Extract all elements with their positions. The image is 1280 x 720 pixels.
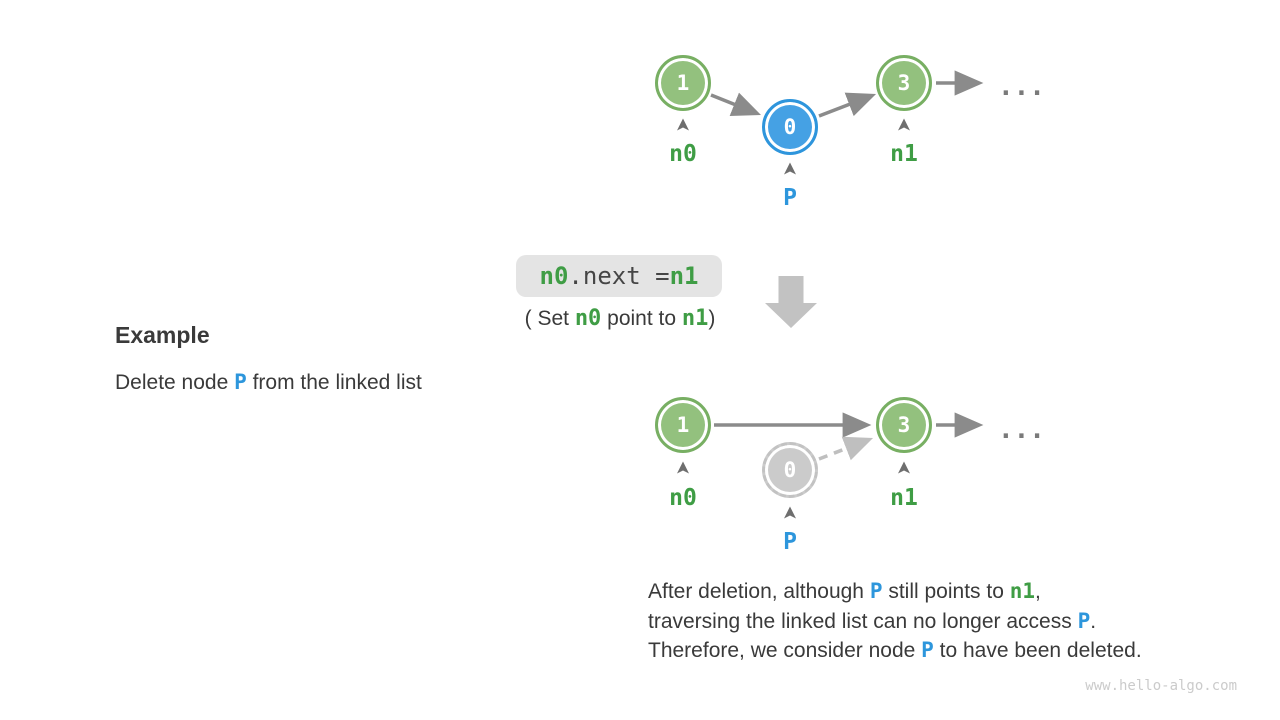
caret-top-p-icon xyxy=(784,162,796,175)
caption-n0: n0 xyxy=(574,306,602,331)
code-n0: n0 xyxy=(539,262,569,290)
note-l2-text-2: . xyxy=(1090,609,1097,633)
code-caption: ( Set n0 point to n1) xyxy=(498,306,742,331)
code-n1: n1 xyxy=(669,262,699,290)
caption-text-3: ) xyxy=(708,307,716,330)
arrow-bottom-p-to-n3-dashed xyxy=(818,436,874,461)
ellipsis-top: ... xyxy=(998,72,1045,102)
note-l3-text-1: Therefore, we consider node xyxy=(648,639,922,663)
label-p-after: P xyxy=(783,529,797,555)
caption-text-2: point to xyxy=(601,307,682,330)
deletion-note: After deletion, although P still points … xyxy=(648,577,1142,666)
code-box: n0.next = n1 xyxy=(516,255,722,297)
caret-top-n0-icon xyxy=(677,118,689,131)
label-n1-after: n1 xyxy=(890,485,918,511)
caption-n1: n1 xyxy=(681,306,709,331)
node-1-after-value: 1 xyxy=(676,413,690,437)
example-text-1: Delete node xyxy=(115,371,235,394)
label-p-before: P xyxy=(783,185,797,211)
node-0-before-value: 0 xyxy=(783,115,797,139)
example-description: Delete node P from the linked list xyxy=(115,370,422,395)
caret-top-n1-icon xyxy=(898,118,910,131)
note-l3-text-2: to have been deleted. xyxy=(933,639,1142,663)
note-line-3: Therefore, we consider node P to have be… xyxy=(648,636,1142,666)
note-l1-text-2: still points to xyxy=(882,580,1010,603)
arrow-top-n1-to-p xyxy=(710,92,762,117)
ellipsis-bottom: ... xyxy=(998,415,1045,445)
node-0-before: 0 xyxy=(762,99,818,155)
node-3-after: 3 xyxy=(876,397,932,453)
caret-bottom-p-icon xyxy=(784,506,796,519)
example-p: P xyxy=(234,370,247,394)
example-title: Example xyxy=(115,322,210,348)
arrow-top-p-to-n3 xyxy=(818,92,877,118)
node-3-before-value: 3 xyxy=(897,71,911,95)
note-l1-p: P xyxy=(869,579,883,603)
node-3-before: 3 xyxy=(876,55,932,111)
note-l2-text-1: traversing the linked list can no longer… xyxy=(648,609,1078,633)
node-0-after-deleted: 0 xyxy=(762,442,818,498)
note-line-2: traversing the linked list can no longer… xyxy=(648,607,1142,637)
node-3-after-value: 3 xyxy=(897,413,911,437)
label-n0-after: n0 xyxy=(669,485,697,511)
node-1-before: 1 xyxy=(655,55,711,111)
label-n0-before: n0 xyxy=(669,141,697,167)
example-text-2: from the linked list xyxy=(246,371,422,394)
node-0-after-value: 0 xyxy=(783,458,797,482)
caption-text-1: ( Set xyxy=(524,307,575,330)
note-l3-p: P xyxy=(921,638,934,663)
code-mid: .next = xyxy=(568,262,670,290)
note-l1-text-1: After deletion, although xyxy=(648,580,870,603)
caret-bottom-n1-icon xyxy=(898,461,910,474)
note-line-1: After deletion, although P still points … xyxy=(648,577,1142,607)
label-n1-before: n1 xyxy=(890,141,918,167)
down-block-arrow-icon xyxy=(765,276,817,328)
note-l1-text-3: , xyxy=(1035,580,1041,603)
note-l1-n1: n1 xyxy=(1009,579,1036,603)
watermark: www.hello-algo.com xyxy=(1085,678,1237,694)
note-l2-p: P xyxy=(1077,608,1091,633)
node-1-before-value: 1 xyxy=(676,71,690,95)
node-1-after: 1 xyxy=(655,397,711,453)
caret-bottom-n0-icon xyxy=(677,461,689,474)
